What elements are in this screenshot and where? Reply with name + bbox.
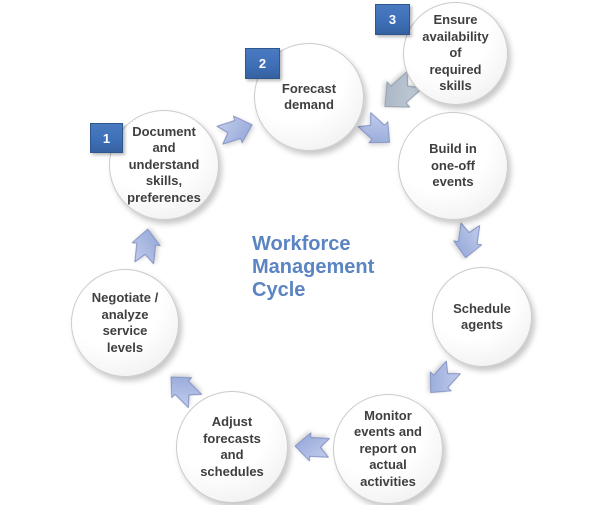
- arrow-negotiate-to-document-icon: [129, 227, 163, 266]
- step-label: Adjust forecasts and schedules: [200, 414, 264, 479]
- step-number-badge-3: 3: [375, 4, 410, 35]
- arrow-schedule-to-monitor-icon: [419, 357, 465, 404]
- step-circle-ensure-availability: Ensure availability of required skills: [403, 2, 508, 105]
- arrow-forecast-to-build-icon: [354, 108, 401, 154]
- step-label: Negotiate / analyze service levels: [91, 290, 159, 355]
- arrow-adjust-to-negotiate-icon: [160, 366, 207, 413]
- arrow-build-to-schedule-icon: [451, 221, 486, 261]
- step-circle-negotiate-service-levels: Negotiate / analyze service levels: [71, 269, 179, 377]
- step-circle-monitor-events: Monitor events and report on actual acti…: [333, 394, 443, 504]
- step-label: Ensure availability of required skills: [422, 12, 489, 94]
- diagram-title: Workforce Management Cycle: [252, 233, 375, 301]
- step-label: Build in one-off events: [429, 141, 477, 190]
- step-number-badge-2: 2: [245, 48, 280, 79]
- step-label: Monitor events and report on actual acti…: [354, 407, 422, 489]
- step-circle-build-one-off-events: Build in one-off events: [398, 112, 508, 220]
- arrow-ensure-skills-input-icon: [372, 65, 428, 121]
- step-label: Schedule agents: [453, 300, 511, 333]
- step-number-badge-1: 1: [90, 123, 123, 153]
- step-label: Forecast demand: [281, 80, 337, 113]
- step-label: Document and understand skills, preferen…: [127, 123, 201, 205]
- arrow-monitor-to-adjust-icon: [293, 431, 331, 463]
- step-circle-schedule-agents: Schedule agents: [432, 267, 532, 367]
- step-circle-document-skills: Document and understand skills, preferen…: [109, 110, 219, 220]
- step-circle-adjust-forecasts: Adjust forecasts and schedules: [176, 391, 288, 503]
- arrow-document-to-forecast-icon: [214, 110, 258, 150]
